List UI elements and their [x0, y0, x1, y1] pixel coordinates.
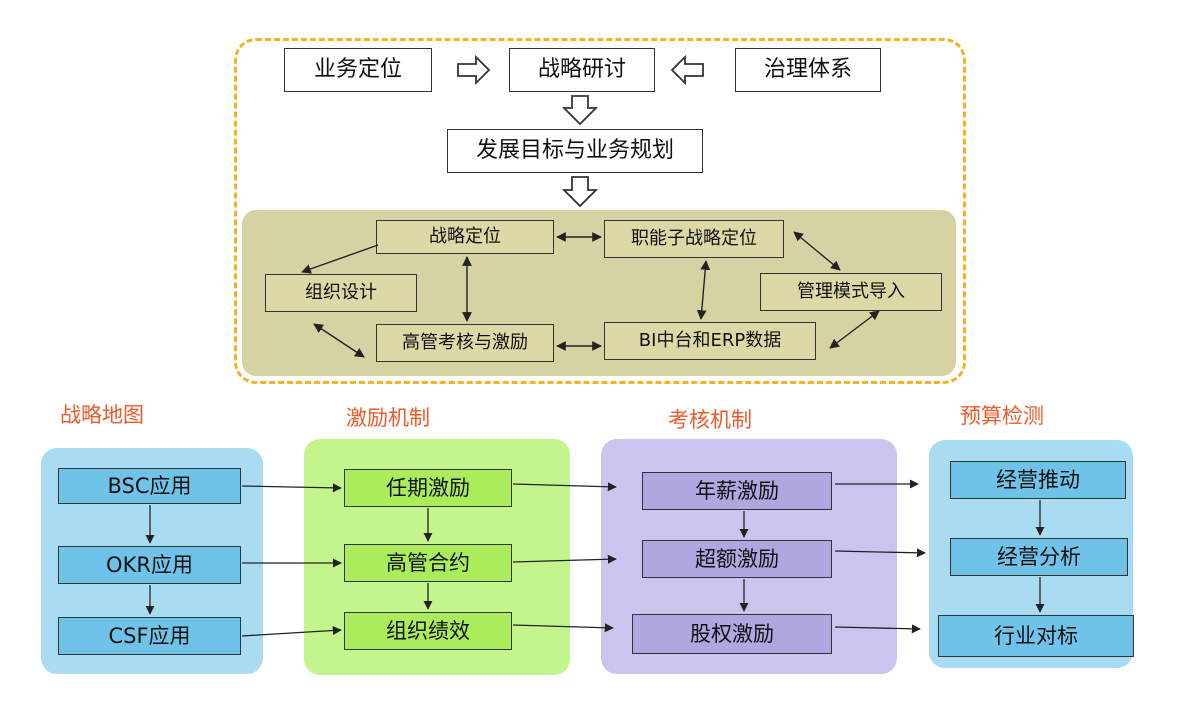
heading-budget-monitoring: 预算检测 — [960, 404, 1044, 428]
node-functional-substrategy: 职能子战略定位 — [604, 220, 784, 258]
node-business-analysis: 经营分析 — [950, 538, 1128, 576]
node-bsc: BSC应用 — [58, 468, 241, 504]
heading-strategy-map: 战略地图 — [60, 403, 144, 427]
node-bi-erp-data: BI中台和ERP数据 — [604, 322, 816, 360]
strategy-frame — [234, 38, 966, 384]
node-management-mode: 管理模式导入 — [760, 273, 942, 311]
node-equity-incentive: 股权激励 — [632, 614, 832, 654]
node-strategy-seminar: 战略研讨 — [509, 48, 655, 92]
heading-incentive-mechanism: 激励机制 — [346, 406, 430, 430]
node-business-positioning: 业务定位 — [284, 48, 432, 92]
node-csf: CSF应用 — [58, 617, 241, 655]
node-executive-contract: 高管合约 — [344, 544, 512, 582]
node-excess-incentive: 超额激励 — [642, 540, 832, 578]
node-org-performance: 组织绩效 — [344, 612, 512, 650]
node-okr: OKR应用 — [58, 546, 241, 584]
node-org-design: 组织设计 — [265, 274, 417, 312]
node-tenure-incentive: 任期激励 — [344, 469, 512, 507]
node-governance-system: 治理体系 — [735, 48, 881, 92]
node-development-goal: 发展目标与业务规划 — [447, 129, 703, 173]
node-strategic-positioning: 战略定位 — [376, 220, 554, 254]
node-business-promotion: 经营推动 — [950, 461, 1126, 499]
heading-assessment-mechanism: 考核机制 — [668, 408, 752, 432]
node-industry-benchmark: 行业对标 — [938, 615, 1134, 657]
node-annual-salary: 年薪激励 — [642, 472, 832, 510]
node-executive-evaluation: 高管考核与激励 — [376, 324, 554, 362]
